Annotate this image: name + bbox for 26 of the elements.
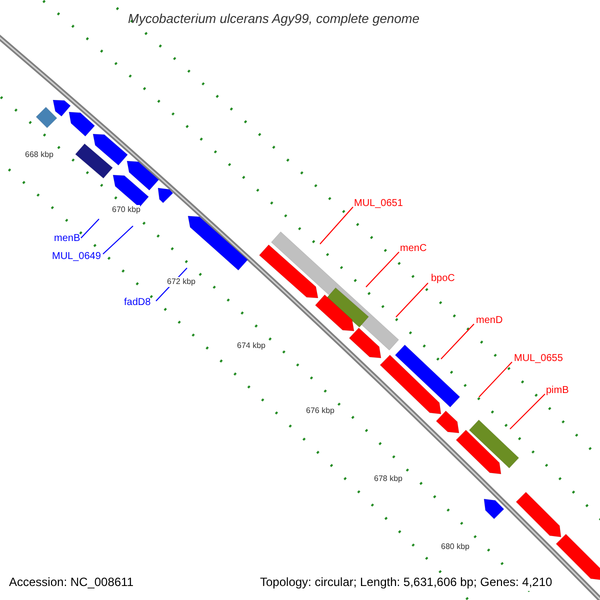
gene-label: MUL_0649: [52, 251, 101, 263]
leader-line: [366, 252, 400, 288]
tick-label: 674 kbp: [237, 341, 266, 351]
tick-label: 676 kbp: [306, 406, 334, 416]
leader-line: [320, 206, 354, 244]
topology-text: Topology: circular; Length: 5,631,606 bp; Genes: 4,210: [260, 573, 552, 591]
gene-label: pimB: [546, 385, 569, 397]
leader-line: [396, 282, 428, 318]
tick-label: 668 kbp: [25, 150, 54, 160]
gene-label: bpoC: [431, 273, 455, 285]
leader-line: [102, 226, 134, 254]
tick-label: 670 kbp: [112, 205, 140, 215]
gene-label: menD: [476, 315, 503, 327]
tick-label: 672 kbp: [167, 277, 196, 287]
leader-line: [80, 218, 100, 238]
map-title: Mycobacterium ulcerans Agy99, complete genome: [128, 10, 420, 28]
tick-label: 678 kbp: [374, 474, 402, 484]
gene-label: MUL_0651: [354, 198, 403, 210]
gene-label: MUL_0655: [514, 353, 563, 365]
leader-line: [478, 362, 512, 398]
gene-label: fadD8: [124, 297, 151, 309]
tick-label: 680 kbp: [441, 542, 470, 552]
leader-line: [440, 324, 474, 360]
gene-label: menC: [400, 243, 427, 255]
gene-label: menB: [54, 233, 80, 245]
leader-line: [510, 394, 546, 430]
